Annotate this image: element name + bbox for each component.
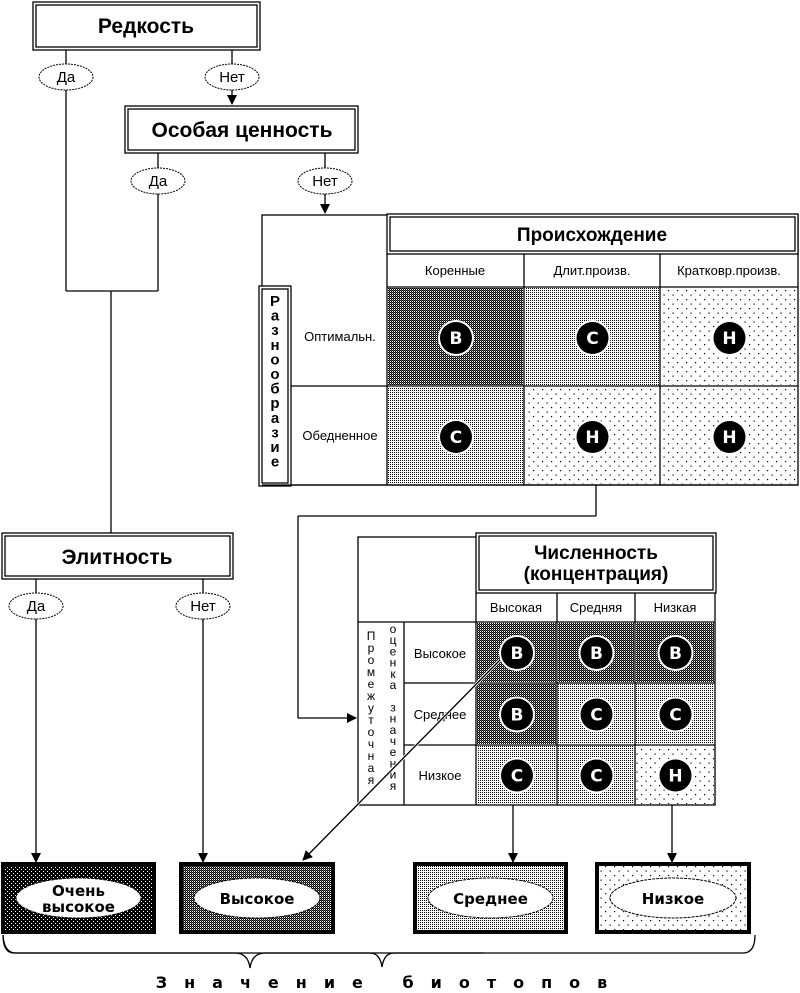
elite-title: Элитность — [61, 546, 172, 569]
outcome-label: Очень — [52, 882, 105, 900]
rarity-node: Редкость — [32, 1, 261, 51]
abundance-col-header: Средняя — [570, 600, 622, 615]
rarity-no-branch[interactable]: Нет — [204, 63, 260, 91]
origin-col-header: Кратковр.произв. — [677, 263, 781, 278]
special-value-no-label: Нет — [312, 173, 338, 190]
abundance-title-line2: (концентрация) — [524, 564, 669, 585]
grade-badge-medium: С — [657, 696, 694, 733]
grade-badge-letter: С — [590, 767, 602, 787]
elite-no-branch[interactable]: Нет — [175, 592, 231, 620]
grade-badge-medium: С — [438, 419, 474, 455]
grade-badge-letter: С — [586, 329, 598, 349]
origin-matrix: Происхождение Коренные Длит.произв. Крат… — [258, 213, 799, 487]
grade-badge-letter: В — [450, 329, 463, 349]
outcome-label: высокое — [42, 898, 115, 916]
grade-badge-high: В — [657, 635, 694, 671]
outcome-label: Низкое — [642, 890, 704, 908]
abundance-col-header: Низкая — [654, 600, 697, 615]
grade-badge-letter: Н — [722, 428, 736, 448]
grade-badge-letter: Н — [668, 767, 682, 787]
grade-badge-letter: С — [511, 767, 523, 787]
origin-title: Происхождение — [517, 225, 667, 246]
origin-row-label: Обедненное — [302, 428, 377, 443]
origin-col-header: Длит.произв. — [553, 263, 630, 278]
footer-caption: Значение биотопов — [156, 973, 625, 992]
grade-badge-letter: В — [511, 644, 524, 664]
grade-badge-medium: С — [578, 757, 615, 794]
elite-yes-label: Да — [27, 598, 46, 615]
brace-icon — [2, 934, 484, 969]
grade-badge-letter: В — [511, 706, 524, 726]
abundance-row-label: Среднее — [414, 707, 467, 722]
outcome-label: Высокое — [220, 890, 295, 908]
special-value-yes-label: Да — [149, 173, 168, 190]
rarity-no-label: Нет — [219, 69, 245, 86]
abundance-row-label: Низкое — [419, 768, 462, 783]
special-value-no-branch[interactable]: Нет — [297, 167, 353, 195]
origin-row-label: Оптимальн. — [304, 329, 376, 344]
grade-badge-low: Н — [711, 419, 748, 455]
arrow-icon — [302, 659, 501, 861]
abundance-title-line1: Численность — [534, 543, 658, 564]
special-value-yes-branch[interactable]: Да — [130, 167, 186, 195]
grade-badge-high: В — [499, 696, 535, 733]
grade-badge-low: Н — [711, 320, 748, 356]
abundance-col-header: Высокая — [490, 600, 542, 615]
grade-badge-medium: С — [499, 757, 535, 794]
special-value-node: Особая ценность — [124, 105, 359, 154]
special-value-title: Особая ценность — [152, 119, 333, 142]
grade-badge-medium: С — [578, 696, 615, 733]
grade-badge-high: В — [438, 320, 474, 356]
grade-badge-letter: Н — [722, 329, 736, 349]
rarity-yes-label: Да — [57, 69, 76, 86]
grade-badge-letter: В — [590, 644, 603, 664]
abundance-row-label: Высокое — [414, 646, 466, 661]
grade-badge-medium: С — [574, 320, 611, 356]
grade-badge-letter: С — [669, 706, 681, 726]
grade-badge-high: В — [499, 635, 535, 671]
outcome-label: Среднее — [453, 890, 528, 908]
outcome-high: Высокое — [179, 862, 335, 934]
grade-badge-letter: Н — [585, 428, 599, 448]
brace-icon — [2, 934, 756, 968]
grade-badge-low: Н — [657, 757, 694, 794]
rarity-title: Редкость — [98, 15, 194, 38]
elite-yes-branch[interactable]: Да — [8, 592, 64, 620]
grade-badge-high: В — [578, 635, 615, 671]
elite-no-label: Нет — [190, 598, 216, 615]
elite-node: Элитность — [1, 532, 234, 580]
grade-badge-letter: С — [590, 706, 602, 726]
grade-badge-letter: В — [669, 644, 682, 664]
grade-badge-low: Н — [574, 419, 611, 455]
outcome-medium: Среднее — [413, 862, 568, 934]
abundance-matrix: Численность (концентрация) Высокая Средн… — [357, 532, 717, 806]
outcome-low: Низкое — [595, 862, 751, 934]
rarity-yes-branch[interactable]: Да — [38, 63, 94, 91]
grade-badge-letter: С — [450, 428, 462, 448]
origin-col-header: Коренные — [425, 263, 485, 278]
